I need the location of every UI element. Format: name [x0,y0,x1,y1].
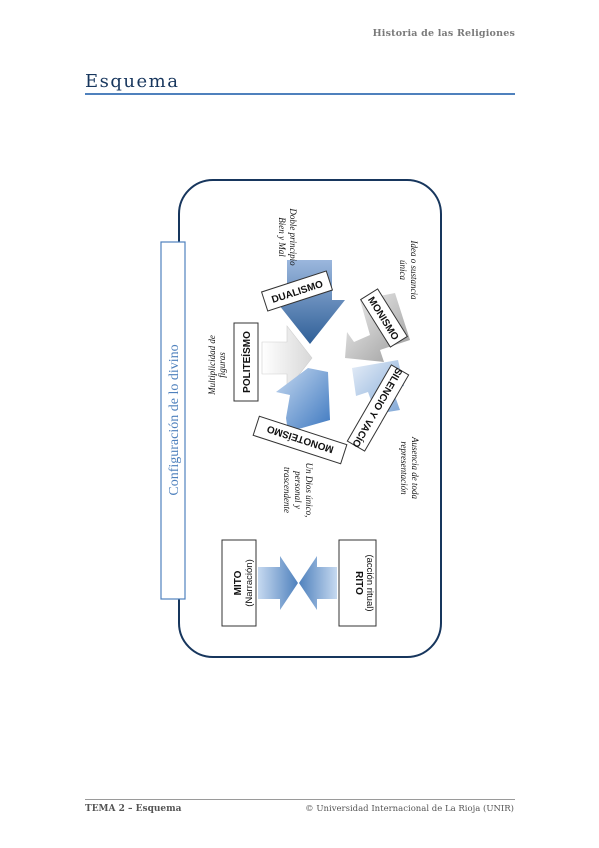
politeismo-note-1: Multiplicidad de [207,335,217,396]
mito-box [221,539,257,627]
arrow-right [258,556,298,610]
rito-box [338,539,377,627]
section-title: Esquema [85,71,180,92]
mito-title: MITO [233,570,244,595]
monismo-note-2: única [398,260,408,280]
monismo-note-1: Idea o sustancia [409,240,419,300]
politeismo-box [233,322,259,402]
politeismo-label: POLITEÍSMO [240,331,253,393]
config-label: Configuración de lo divino [167,344,182,495]
arrow-monoteismo [276,368,330,432]
arrow-politeismo [261,325,313,391]
dualismo-note-1: Doble principio [288,207,298,266]
dualismo-note-2: Bien y Mal [277,217,287,257]
footer-rule [85,799,515,800]
silencio-note-1: Ausencia de toda [410,436,420,499]
politeismo-note-2: figuras [217,352,227,378]
rito-subtitle: (acción ritual) [364,554,375,611]
rito-title: RITO [353,571,364,595]
dualismo-box [260,270,334,312]
config-box [160,241,186,600]
monoteismo-box [252,415,348,465]
monismo-box [359,288,409,348]
monoteismo-note-2: personal y [293,470,303,509]
mito-subtitle: (Narración) [244,559,255,607]
footer-copyright: © Universidad Internacional de La Rioja … [305,804,514,814]
arrow-left [299,556,337,610]
title-rule [85,93,515,95]
monoteismo-note-3: trascendente [282,467,292,513]
monoteismo-note-1: Un Dios único, [304,463,314,518]
footer-topic: TEMA 2 – Esquema [85,804,182,814]
silencio-box [346,364,410,452]
silencio-note-2: representación [399,441,409,495]
running-header: Historia de las Religiones [372,28,515,39]
